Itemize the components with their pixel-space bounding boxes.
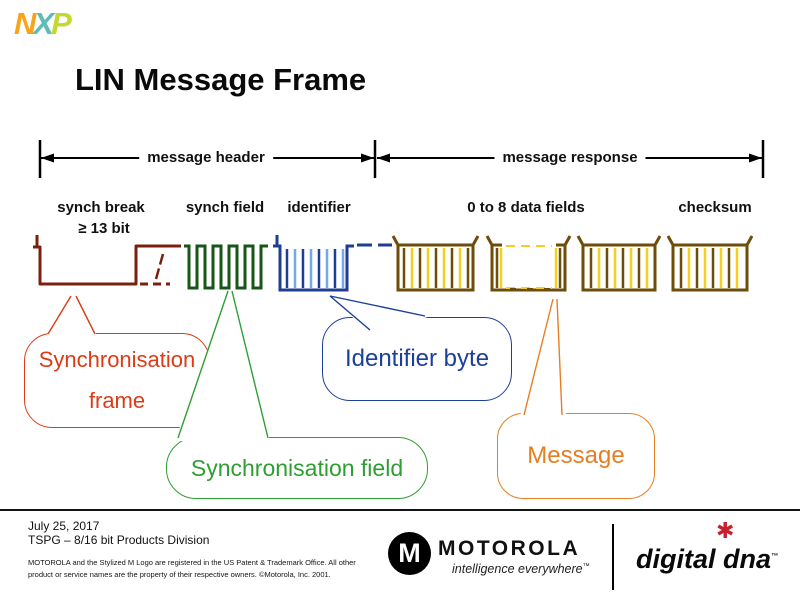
waveform-identifier <box>273 235 392 292</box>
footer-vertical-divider <box>612 524 614 590</box>
footer-divider-line <box>0 509 800 511</box>
motorola-tagline: intelligence everywhere™ <box>452 562 590 576</box>
waveform-data-field-1 <box>391 235 480 292</box>
motorola-m-icon: M <box>388 532 431 575</box>
waveform-data-field-3 <box>576 235 662 292</box>
waveform-data-field-2 <box>485 235 572 292</box>
label-synch-field: synch field <box>185 199 265 216</box>
nxp-letter-n: N <box>14 6 36 41</box>
motorola-tagline-tm: ™ <box>582 562 590 570</box>
callout-synchronisation-field: Synchronisation field <box>166 437 428 499</box>
footer-disclaimer: MOTOROLA and the Stylized M Logo are reg… <box>28 557 356 580</box>
label-checksum: checksum <box>678 199 752 216</box>
callout-synchronisation-frame: Synchronisation frame <box>24 333 210 428</box>
callout-identifier-byte-text: Identifier byte <box>344 345 490 372</box>
digital-dna-tm: ™ <box>771 553 778 560</box>
footer-division: TSPG – 8/16 bit Products Division <box>28 533 210 547</box>
lin-frame-waveform <box>33 235 754 292</box>
motorola-wordmark: MOTOROLA <box>438 537 581 560</box>
callout-message: Message <box>497 413 655 499</box>
waveform-synch-field <box>184 244 268 290</box>
callout-synchronisation-frame-line2: frame <box>88 388 146 413</box>
motorola-m-glyph: M <box>398 538 421 568</box>
page-title: LIN Message Frame <box>75 62 367 97</box>
callout-synchronisation-field-text: Synchronisation field <box>190 454 404 481</box>
callout-identifier-byte: Identifier byte <box>322 317 512 401</box>
label-synch-break-bits: ≥ 13 bit <box>78 220 130 237</box>
callout-synchronisation-frame-line1: Synchronisation <box>38 347 196 372</box>
nxp-logo-icon: NXP <box>14 6 72 42</box>
response-arrow-label: message response <box>494 149 646 166</box>
footer-disclaimer-line1: MOTOROLA and the Stylized M Logo are reg… <box>28 558 356 567</box>
motorola-tagline-text: intelligence everywhere <box>452 562 583 576</box>
dimension-arrows <box>38 140 765 178</box>
header-arrow-label: message header <box>139 149 273 166</box>
digital-dna-logo: digital dna™ <box>636 544 778 575</box>
nxp-letter-x: X <box>33 6 54 41</box>
label-synch-break: synch break <box>57 199 145 216</box>
footer-date: July 25, 2017 <box>28 519 100 533</box>
digital-dna-text: digital dna <box>636 544 771 574</box>
nxp-letter-p: P <box>51 6 72 41</box>
waveform-synch-break <box>33 235 181 286</box>
label-data-fields: 0 to 8 data fields <box>467 199 585 216</box>
footer-disclaimer-line2: product or service names are the propert… <box>28 569 331 579</box>
waveform-checksum <box>666 235 754 292</box>
dna-asterisk-icon: ✱ <box>716 518 735 543</box>
callout-message-text: Message <box>527 442 625 469</box>
label-identifier: identifier <box>287 199 351 216</box>
